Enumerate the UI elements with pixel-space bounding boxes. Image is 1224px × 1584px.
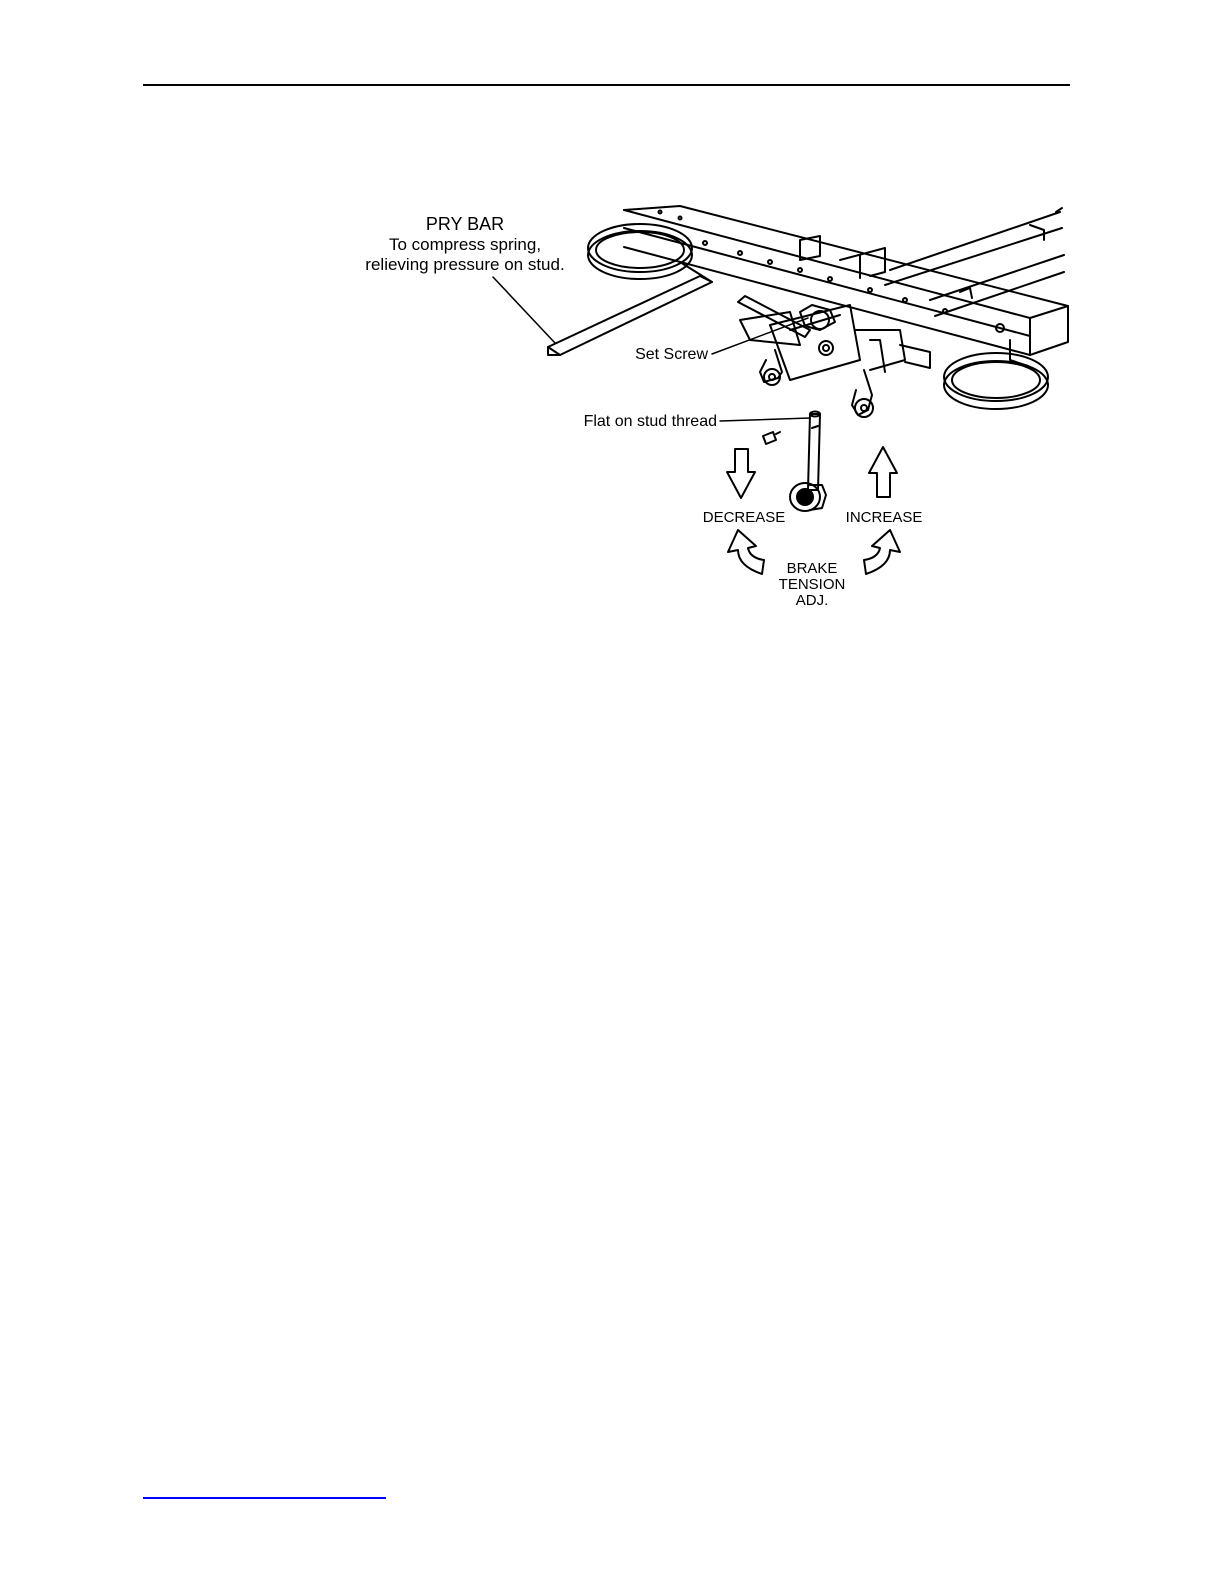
rear-frame-rails <box>885 208 1064 316</box>
upper-bracket <box>800 236 885 278</box>
pry-bar-description-line1: To compress spring, <box>389 235 541 254</box>
right-wheel-ring <box>944 353 1048 409</box>
brake-tension-label-line3: ADJ. <box>796 592 829 609</box>
decrease-rotation-arrow <box>728 530 764 574</box>
increase-up-arrow <box>869 447 897 497</box>
set-screw-part <box>763 432 780 444</box>
decrease-label: DECREASE <box>703 509 786 526</box>
header-rule <box>143 84 1070 86</box>
footer-link-rule[interactable] <box>143 1497 386 1499</box>
increase-rotation-arrow <box>864 530 900 574</box>
flat-on-stud-label: Flat on stud thread <box>584 413 717 430</box>
cross-frame-beam <box>624 206 1068 366</box>
pry-bar-leader-line <box>493 277 555 343</box>
pry-bar-title: PRY BAR <box>426 214 504 234</box>
set-screw-leader-line <box>712 318 808 354</box>
swing-arm-assembly <box>738 296 930 417</box>
set-screw-label: Set Screw <box>635 346 708 363</box>
decrease-down-arrow <box>727 449 755 498</box>
increase-label: INCREASE <box>846 509 923 526</box>
pry-bar <box>548 262 712 355</box>
pry-bar-description-line2: relieving pressure on stud. <box>365 255 564 274</box>
brake-tension-label-line1: BRAKE <box>787 560 838 577</box>
brake-tension-adjustment-diagram: PRY BAR To compress spring, relieving pr… <box>330 190 1090 630</box>
adjustment-stud <box>790 412 826 512</box>
flat-on-stud-leader-line <box>720 418 810 421</box>
brake-tension-label-line2: TENSION <box>779 576 846 593</box>
